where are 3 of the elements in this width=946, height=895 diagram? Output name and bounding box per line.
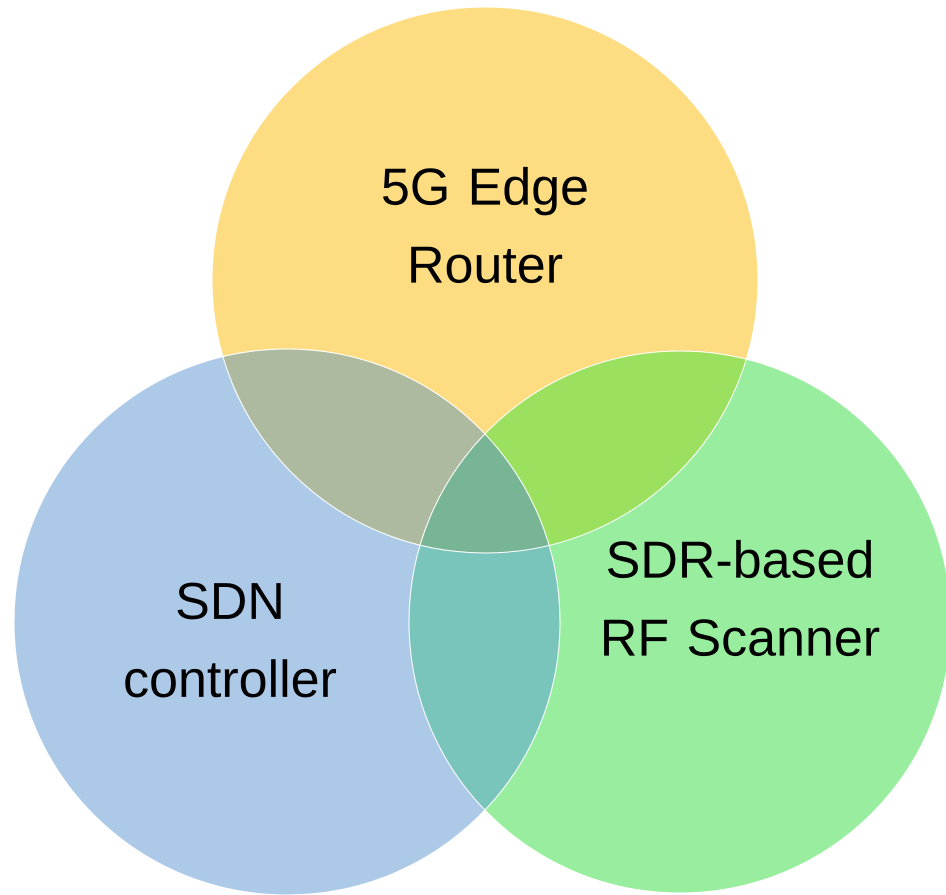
circle-label: 5G Edge Router (383, 166, 587, 284)
circle-label: SDN controller (125, 582, 336, 698)
circle-label: SDR-based RF Scanner (604, 540, 880, 656)
